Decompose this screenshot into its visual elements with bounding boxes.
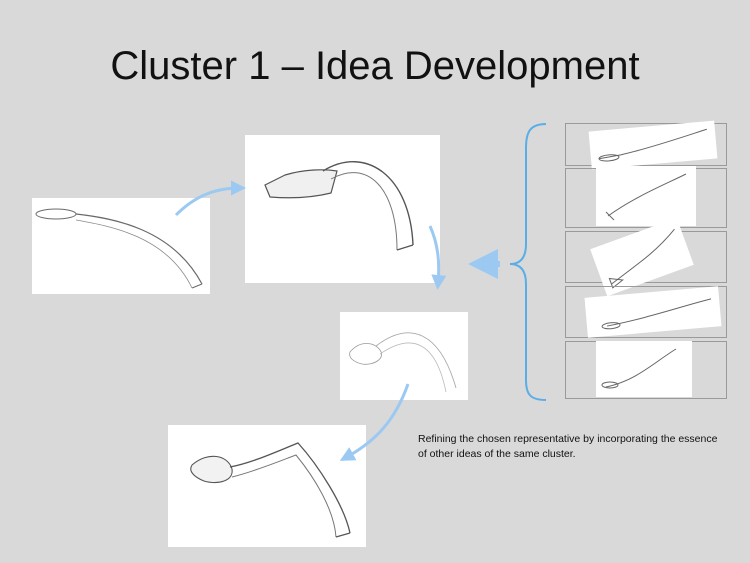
caption-text: Refining the chosen representative by in… <box>418 433 718 460</box>
thumbnail-1-frame <box>565 123 727 166</box>
sketch-refined-draft <box>340 312 468 400</box>
sketch-final <box>168 425 366 547</box>
thumbnail-4 <box>584 286 722 338</box>
spoon-sketch-4 <box>190 442 351 538</box>
brace-icon <box>509 123 547 401</box>
slide-title: Cluster 1 – Idea Development <box>110 44 640 88</box>
spoon-sketch-2 <box>264 161 414 251</box>
thumbnail-3 <box>590 217 694 297</box>
thumbnail-4-frame <box>565 286 727 338</box>
thumbnail-1 <box>588 120 718 170</box>
sketch-initial <box>32 198 210 294</box>
thumbnail-5 <box>596 341 692 397</box>
sketch-chosen <box>245 135 440 283</box>
spoon-sketch-3 <box>349 332 457 393</box>
thumbnail-2 <box>596 166 696 226</box>
spoon-sketch-1 <box>35 208 203 289</box>
